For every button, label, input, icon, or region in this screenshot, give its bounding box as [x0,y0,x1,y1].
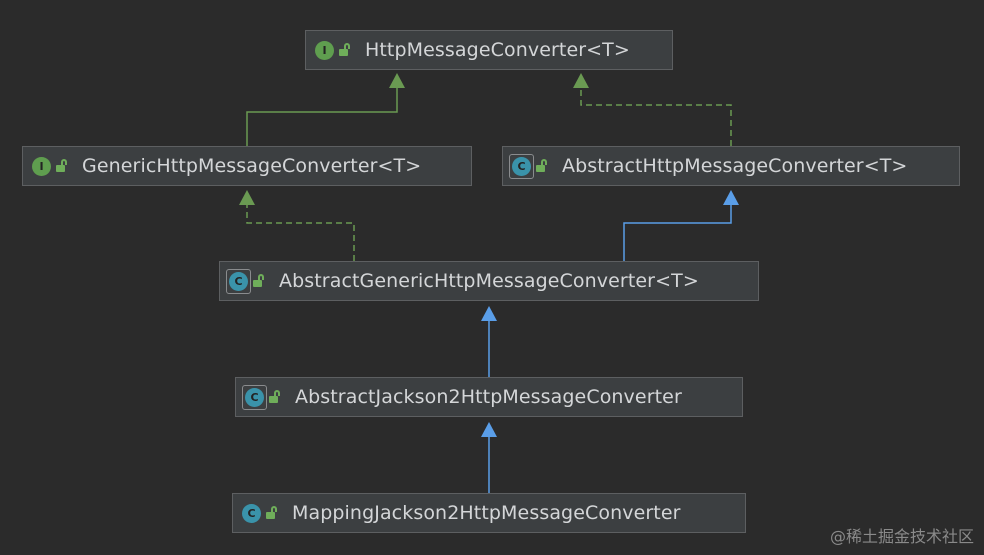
lock-icon [339,43,351,57]
interface-icon: I [315,40,334,60]
node-label: AbstractHttpMessageConverter<T> [562,155,908,177]
class-icon: C [242,503,261,523]
lock-icon [536,159,548,173]
edge-abstract-to-httpmessageconverter [580,88,732,146]
arrowhead-generic [239,190,255,205]
arrowhead-abstractgeneric [481,306,497,321]
node-label: AbstractJackson2HttpMessageConverter [295,386,682,408]
arrowhead-abstract [723,190,739,205]
abstract-class-icon: C [509,153,534,179]
edge-abstractgeneric-to-abstract [623,205,732,261]
arrowhead-jackson2 [481,422,497,437]
abstract-class-icon: C [242,384,267,410]
arrowhead-httpmessageconverter-right [573,73,589,88]
lock-icon [269,390,281,404]
node-httpmessageconverter[interactable]: I HttpMessageConverter<T> [305,30,673,70]
node-label: GenericHttpMessageConverter<T> [82,155,422,177]
edge-generic-to-httpmessageconverter [246,88,398,146]
abstract-class-icon: C [226,268,251,294]
node-abstractgenerichttpmessageconverter[interactable]: C AbstractGenericHttpMessageConverter<T> [219,261,759,301]
node-label: AbstractGenericHttpMessageConverter<T> [279,270,699,292]
node-abstracthttpmessageconverter[interactable]: C AbstractHttpMessageConverter<T> [502,146,960,186]
edge-abstractgeneric-to-generic [246,205,355,261]
watermark: @稀土掘金技术社区 [829,527,974,546]
node-generichttpmessageconverter[interactable]: I GenericHttpMessageConverter<T> [22,146,472,186]
lock-icon [253,274,265,288]
node-mappingjackson2httpmessageconverter[interactable]: C MappingJackson2HttpMessageConverter [232,493,746,533]
lock-icon [56,159,68,173]
lock-icon [266,506,278,520]
arrowhead-httpmessageconverter-left [389,73,405,88]
interface-icon: I [32,156,51,176]
node-label: HttpMessageConverter<T> [365,39,630,61]
node-label: MappingJackson2HttpMessageConverter [292,502,681,524]
node-abstractjackson2httpmessageconverter[interactable]: C AbstractJackson2HttpMessageConverter [235,377,743,417]
